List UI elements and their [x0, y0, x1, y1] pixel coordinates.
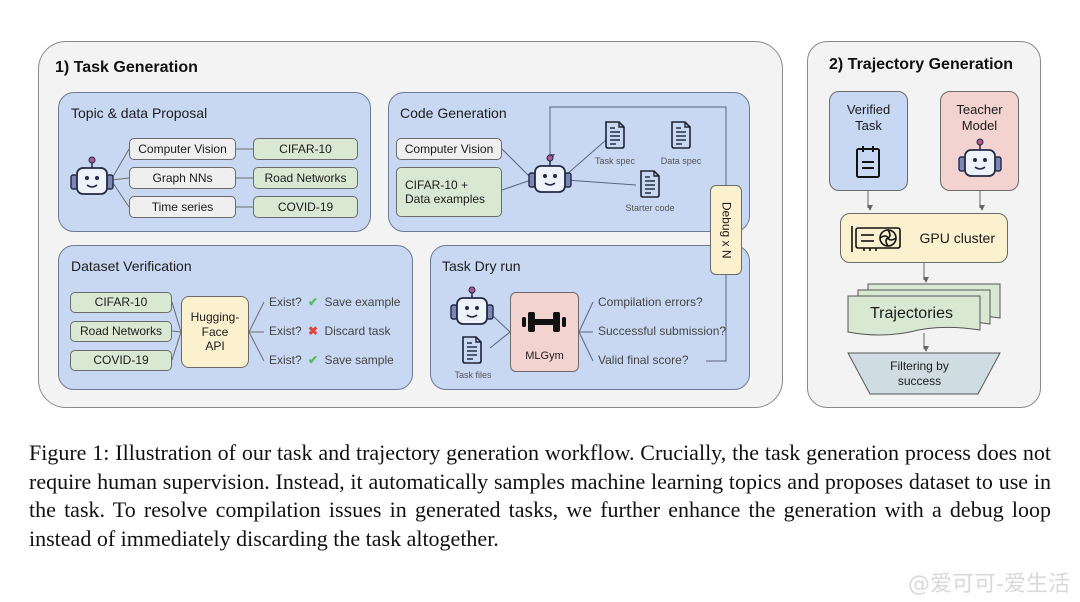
- data-spec-label: Data spec: [660, 156, 702, 166]
- topic-proposal-title: Topic & data Proposal: [71, 105, 208, 121]
- check-action: Discard task: [324, 324, 391, 338]
- verified-task-box: Verified Task: [829, 91, 908, 191]
- topic-box: Time series: [129, 196, 236, 218]
- gpu-cluster-label: GPU cluster: [919, 229, 995, 246]
- teacher-model-label: Teacher Model: [956, 102, 1003, 133]
- exist-question: Exist?: [269, 295, 302, 309]
- teacher-model-box: Teacher Model: [940, 91, 1019, 191]
- check-action: Save example: [324, 295, 401, 309]
- dry-run-check: Successful submission?: [598, 324, 727, 338]
- figure-caption: Figure 1: Illustration of our task and t…: [29, 440, 1051, 551]
- huggingface-api-box: Hugging- Face API: [181, 296, 249, 368]
- verify-dataset-box: CIFAR-10: [70, 292, 172, 313]
- huggingface-api-label: Hugging- Face API: [190, 310, 240, 354]
- check-action: Save sample: [324, 353, 394, 367]
- checkmark-icon: ✔: [308, 295, 319, 309]
- dry-run-check: Compilation errors?: [598, 295, 703, 309]
- verify-check-row: Exist? ✖ Discard task: [269, 324, 390, 338]
- verified-task-label: Verified Task: [846, 102, 891, 133]
- mlgym-label: MLGym: [525, 349, 564, 362]
- verify-dataset-box: Road Networks: [70, 321, 172, 342]
- filter-label: Filtering by success: [862, 359, 977, 389]
- exist-question: Exist?: [269, 353, 302, 367]
- topic-box: Computer Vision: [129, 138, 236, 160]
- filter-text: Filtering by success: [890, 359, 949, 388]
- cross-icon: ✖: [308, 324, 319, 338]
- task-spec-label: Task spec: [594, 156, 636, 166]
- dataset-verification-title: Dataset Verification: [71, 258, 192, 274]
- debug-loop-label: Debug x N: [719, 201, 734, 259]
- task-dry-run-title: Task Dry run: [442, 258, 521, 274]
- gpu-cluster-box: GPU cluster: [840, 213, 1008, 263]
- trajectories-label: Trajectories: [870, 305, 953, 322]
- dataset-box: Road Networks: [253, 167, 358, 189]
- verify-check-row: Exist? ✔ Save example: [269, 295, 400, 309]
- debug-loop-box: Debug x N: [710, 185, 742, 275]
- code-input-data-label: CIFAR-10 + Data examples: [405, 177, 486, 206]
- code-input-topic: Computer Vision: [396, 138, 502, 160]
- mlgym-box: MLGym: [510, 292, 579, 372]
- topic-box: Graph NNs: [129, 167, 236, 189]
- dataset-box: COVID-19: [253, 196, 358, 218]
- verify-check-row: Exist? ✔ Save sample: [269, 353, 394, 367]
- task-generation-title: 1) Task Generation: [55, 59, 198, 76]
- starter-code-label: Starter code: [625, 203, 675, 213]
- verify-dataset-box: COVID-19: [70, 350, 172, 371]
- exist-question: Exist?: [269, 324, 302, 338]
- dry-run-check: Valid final score?: [598, 353, 689, 367]
- dataset-box: CIFAR-10: [253, 138, 358, 160]
- checkmark-icon: ✔: [308, 353, 319, 367]
- code-input-data: CIFAR-10 + Data examples: [396, 167, 502, 217]
- task-files-label: Task files: [454, 370, 492, 380]
- watermark: @爱可可-爱生活: [908, 572, 1070, 597]
- trajectory-generation-title: 2) Trajectory Generation: [829, 56, 1014, 73]
- code-generation-title: Code Generation: [400, 105, 507, 121]
